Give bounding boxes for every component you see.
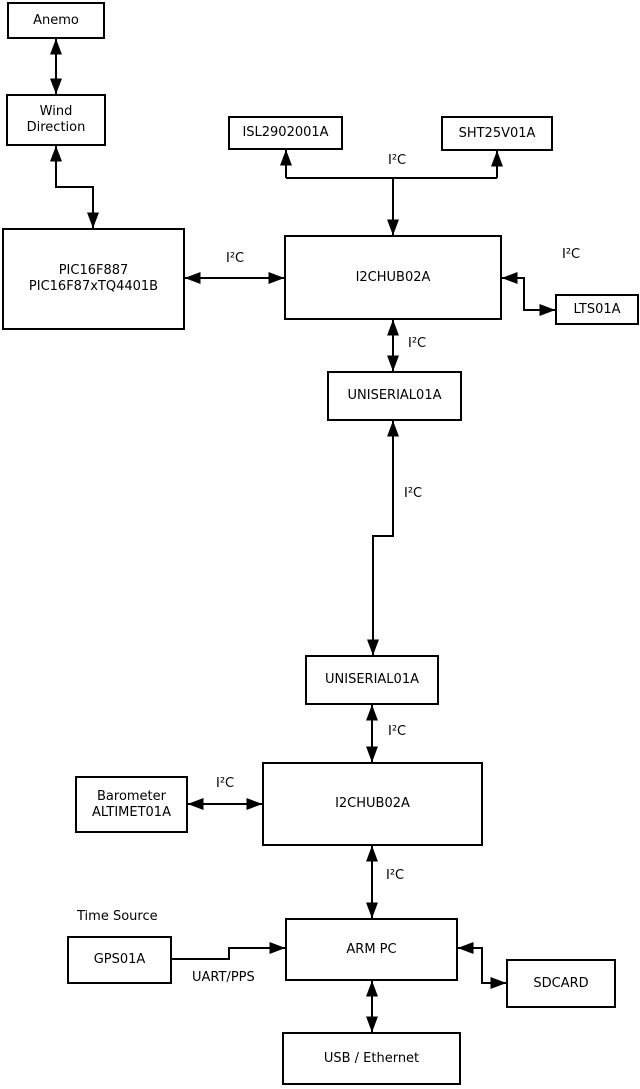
node-lts01a-label: LTS01A xyxy=(573,301,621,317)
node-barometer-label-line1: Barometer xyxy=(97,788,166,804)
label-i2c-hub-armpc: I²C xyxy=(386,868,405,883)
node-isl2902001a-label: ISL2902001A xyxy=(242,125,329,140)
node-uniserial-top-label: UNISERIAL01A xyxy=(347,388,442,403)
node-sht25v01a-label: SHT25V01A xyxy=(458,125,536,141)
node-wind-direction-label-line2: Direction xyxy=(26,120,86,135)
node-anemo: Anemo xyxy=(7,2,105,39)
label-uart-pps: UART/PPS xyxy=(192,970,255,985)
edge-armpc-sdcard xyxy=(457,942,507,989)
node-i2chub-bottom: I2CHUB02A xyxy=(262,762,483,846)
node-uniserial-top: UNISERIAL01A xyxy=(327,371,462,421)
node-arm-pc-label: ARM PC xyxy=(346,941,397,957)
node-uniserial-bottom: UNISERIAL01A xyxy=(305,655,439,705)
node-usb-ethernet: USB / Ethernet xyxy=(282,1032,461,1085)
node-wind-direction: Wind Direction xyxy=(6,94,106,146)
node-uniserial-bottom-label: UNISERIAL01A xyxy=(325,672,419,687)
node-gps01a: GPS01A xyxy=(67,936,172,984)
node-pic-microcontroller: PIC16F887 PIC16F87xTQ4401B xyxy=(2,228,185,330)
node-usb-ethernet-label: USB / Ethernet xyxy=(323,1050,420,1066)
node-gps01a-label: GPS01A xyxy=(93,952,146,967)
label-i2c-hub-uniserial: I²C xyxy=(408,336,427,351)
node-i2chub-top-label: I2CHUB02A xyxy=(355,269,431,285)
node-isl2902001a: ISL2902001A xyxy=(228,116,343,150)
node-i2chub-top: I2CHUB02A xyxy=(284,235,502,320)
label-i2c-hub-lts: I²C xyxy=(562,247,581,262)
label-i2c-uniserial-link: I²C xyxy=(404,486,423,501)
edge-gps-armpc xyxy=(172,942,286,960)
label-time-source: Time Source xyxy=(77,909,158,924)
node-sdcard-label: SDCARD xyxy=(533,975,589,991)
label-i2c-uniserial-hub: I²C xyxy=(388,724,407,739)
edge-i2chub-top-lts xyxy=(501,272,556,316)
edge-uniserial-top-uniserial-bottom xyxy=(367,420,399,656)
node-sht25v01a: SHT25V01A xyxy=(441,116,553,151)
node-barometer: Barometer ALTIMET01A xyxy=(75,776,188,833)
node-i2chub-bottom-label: I2CHUB02A xyxy=(335,796,410,811)
label-i2c-pic-hub: I²C xyxy=(226,251,245,266)
node-anemo-label: Anemo xyxy=(33,12,79,28)
node-arm-pc: ARM PC xyxy=(285,918,458,981)
node-pic-label-line1: PIC16F887 xyxy=(58,263,129,278)
node-pic-label-line2: PIC16F87xTQ4401B xyxy=(28,279,159,294)
node-lts01a: LTS01A xyxy=(555,294,639,325)
label-i2c-barometer-hub: I²C xyxy=(216,776,235,791)
node-barometer-label-line2: ALTIMET01A xyxy=(92,804,171,820)
label-i2c-branch: I²C xyxy=(388,153,407,168)
node-wind-direction-label-line1: Wind xyxy=(39,104,73,119)
node-sdcard: SDCARD xyxy=(506,959,616,1008)
edge-wind-pic xyxy=(50,145,99,229)
